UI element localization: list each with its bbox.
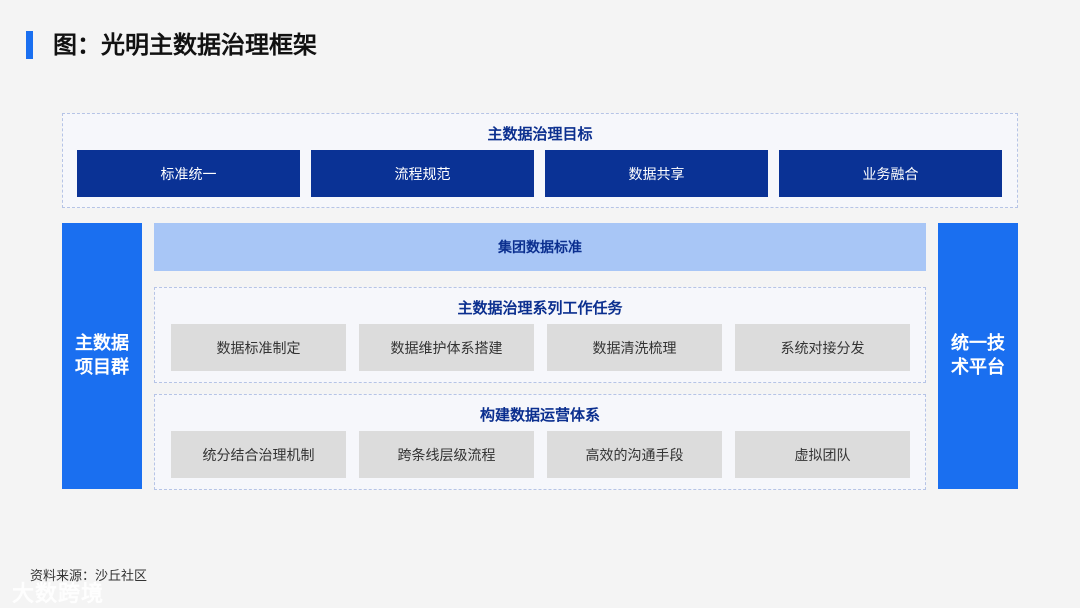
title-accent-bar [26, 31, 33, 59]
group-data-standard-bar: 集团数据标准 [154, 223, 926, 271]
task-item: 数据标准制定 [171, 324, 346, 371]
right-block-line1: 统一技 [951, 333, 1005, 354]
operation-item: 虚拟团队 [735, 431, 910, 478]
operations-title: 构建数据运营体系 [479, 406, 600, 424]
operation-item: 跨条线层级流程 [359, 431, 534, 478]
right-block-line2: 术平台 [951, 357, 1005, 378]
goal-item: 数据共享 [545, 150, 768, 197]
operation-item: 高效的沟通手段 [547, 431, 722, 478]
right-block-tech-platform: 统一技 术平台 [938, 223, 1018, 489]
goal-item: 业务融合 [779, 150, 1002, 197]
goals-section: 主数据治理目标 标准统一 流程规范 数据共享 业务融合 [62, 113, 1018, 208]
task-item: 系统对接分发 [735, 324, 910, 371]
page-title: 图：光明主数据治理框架 [53, 31, 317, 59]
left-block-line2: 项目群 [75, 357, 129, 378]
goal-item: 标准统一 [77, 150, 300, 197]
tasks-section: 主数据治理系列工作任务 数据标准制定 数据维护体系搭建 数据清洗梳理 系统对接分… [154, 287, 926, 383]
source-note: 资料来源：沙丘社区 [30, 569, 148, 584]
tasks-title: 主数据治理系列工作任务 [457, 299, 623, 317]
operation-item: 统分结合治理机制 [171, 431, 346, 478]
task-item: 数据清洗梳理 [547, 324, 722, 371]
operations-section: 构建数据运营体系 统分结合治理机制 跨条线层级流程 高效的沟通手段 虚拟团队 [154, 394, 926, 490]
left-block-project-group: 主数据 项目群 [62, 223, 142, 489]
left-block-line1: 主数据 [75, 333, 129, 354]
goal-item: 流程规范 [311, 150, 534, 197]
watermark-logo: 大数跨境 [12, 582, 105, 607]
task-item: 数据维护体系搭建 [359, 324, 534, 371]
goals-title: 主数据治理目标 [487, 125, 593, 143]
